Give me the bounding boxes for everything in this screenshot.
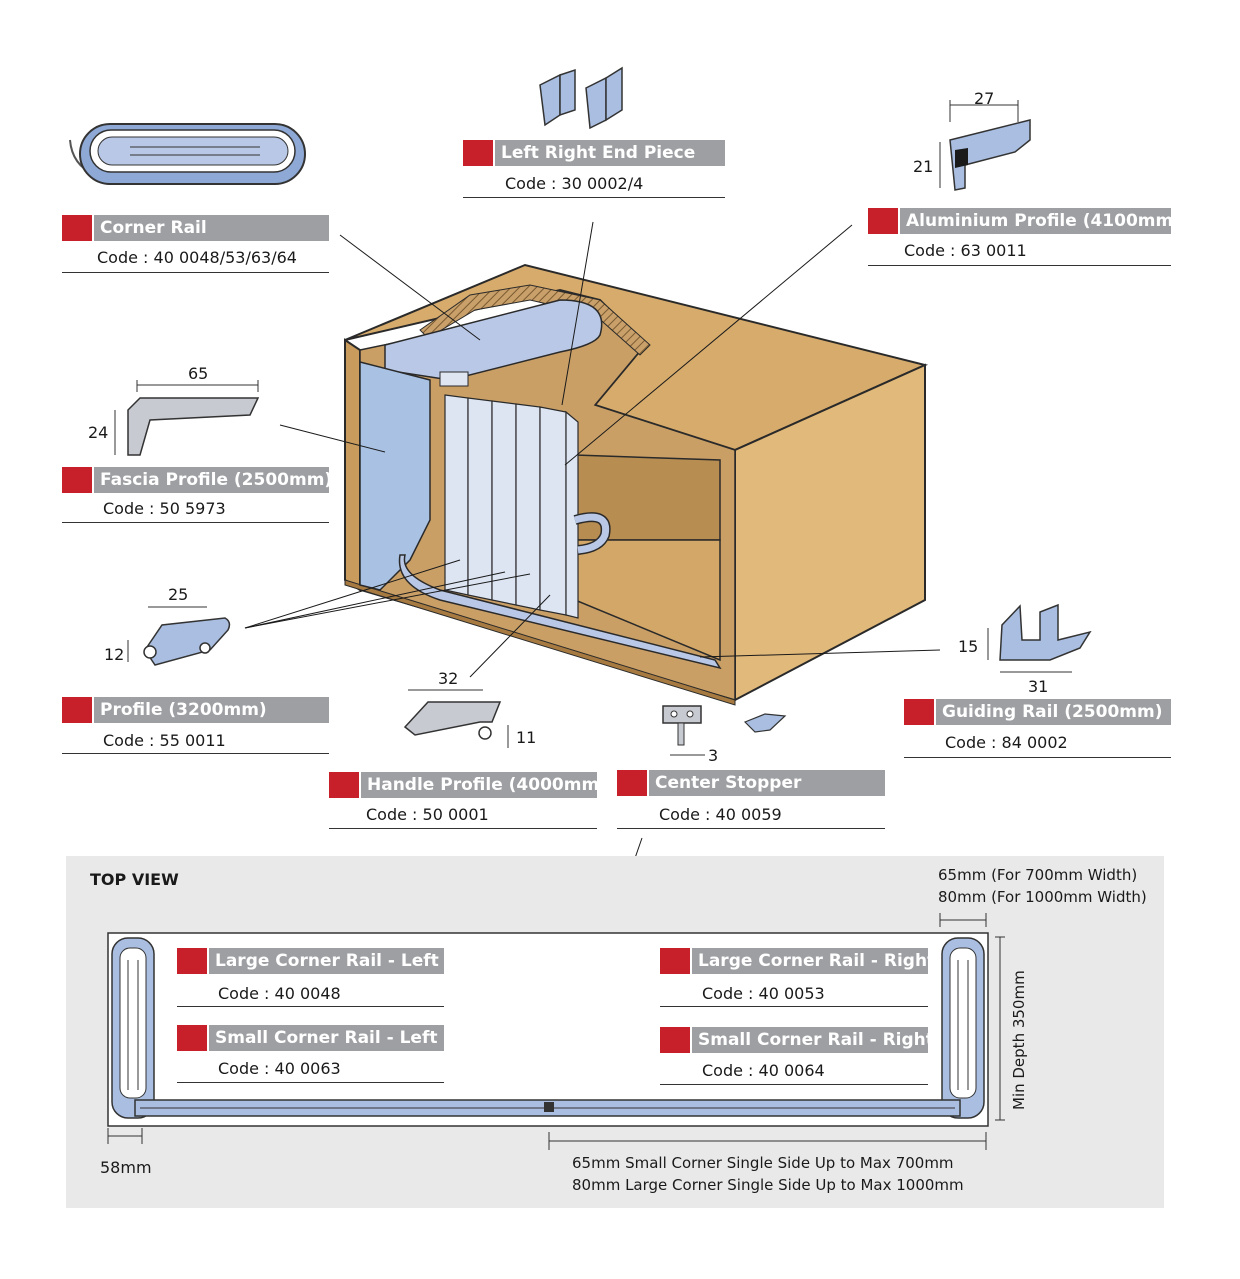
handle-profile-label: Handle Profile (4000mm) (329, 772, 597, 798)
fascia-profile-code: Code : 50 5973 (103, 499, 226, 518)
center-stopper-icon: 3 (662, 705, 787, 765)
small-corner-left-code: Code : 40 0063 (218, 1059, 341, 1078)
guiding-rail-label: Guiding Rail (2500mm) (904, 699, 1171, 725)
divider (62, 753, 329, 754)
divider (329, 828, 597, 829)
alu-height-label: 21 (913, 157, 933, 176)
corner-rail-icon (69, 123, 306, 185)
large-corner-right-code: Code : 40 0053 (702, 984, 825, 1003)
divider (617, 828, 885, 829)
large-corner-left-code: Code : 40 0048 (218, 984, 341, 1003)
end-piece-label: Left Right End Piece (463, 140, 725, 166)
small-corner-right-label: Small Corner Rail - Right (660, 1027, 928, 1053)
small-corner-right-code: Code : 40 0064 (702, 1061, 825, 1080)
leader-lines (244, 221, 941, 1103)
profile-width-label: 25 (168, 585, 188, 604)
guiding-rail-code: Code : 84 0002 (945, 733, 1068, 752)
end-piece-icon (539, 66, 623, 130)
fascia-profile-icon: 65 24 (88, 364, 260, 456)
end-piece-code: Code : 30 0002/4 (505, 174, 644, 193)
divider (904, 757, 1171, 758)
span-note-large: 80mm Large Corner Single Side Up to Max … (572, 1176, 964, 1194)
fascia-height-label: 24 (88, 423, 108, 442)
guiding-rail-icon: 15 31 (958, 603, 1092, 696)
aluminium-profile-code: Code : 63 0011 (904, 241, 1027, 260)
width-note-700: 65mm (For 700mm Width) (938, 866, 1138, 884)
center-stopper-label: Center Stopper (617, 770, 885, 796)
cabinet (344, 263, 929, 706)
width-note-1000: 80mm (For 1000mm Width) (938, 888, 1147, 906)
alu-width-label: 27 (974, 89, 994, 108)
divider (660, 1084, 928, 1085)
divider (463, 197, 725, 198)
divider (62, 272, 329, 273)
aluminium-profile-label: Aluminium Profile (4100mm) (868, 208, 1171, 234)
span-note-small: 65mm Small Corner Single Side Up to Max … (572, 1154, 954, 1172)
small-corner-left-label: Small Corner Rail - Left (177, 1025, 444, 1051)
handle-profile-code: Code : 50 0001 (366, 805, 489, 824)
divider (177, 1082, 444, 1083)
large-corner-left-label: Large Corner Rail - Left (177, 948, 444, 974)
corner-rail-label: Corner Rail (62, 215, 329, 241)
corner-rail-code: Code : 40 0048/53/63/64 (97, 248, 297, 267)
profile-label: Profile (3200mm) (62, 697, 329, 723)
fascia-profile-label: Fascia Profile (2500mm) (62, 467, 329, 493)
top-view-title: TOP VIEW (90, 870, 179, 889)
divider (660, 1006, 928, 1007)
center-stopper-code: Code : 40 0059 (659, 805, 782, 824)
aluminium-profile-icon: 27 21 (913, 89, 1031, 191)
stopper-dim-label: 3 (708, 746, 718, 765)
divider (62, 522, 329, 523)
profile-height-label: 12 (104, 645, 124, 664)
guide-width-label: 31 (1028, 677, 1048, 696)
divider (177, 1006, 444, 1007)
divider (868, 265, 1171, 266)
profile-icon: 25 12 (104, 585, 231, 666)
min-depth-label: Min Depth 350mm (1010, 970, 1028, 1110)
large-corner-right-label: Large Corner Rail - Right (660, 948, 928, 974)
fascia-width-label: 65 (188, 364, 208, 383)
profile-code: Code : 55 0011 (103, 731, 226, 750)
guide-height-label: 15 (958, 637, 978, 656)
left-dim-label: 58mm (100, 1158, 152, 1177)
handle-height-label: 11 (516, 728, 536, 747)
handle-width-label: 32 (438, 669, 458, 688)
handle-profile-icon: 32 11 (403, 669, 536, 748)
